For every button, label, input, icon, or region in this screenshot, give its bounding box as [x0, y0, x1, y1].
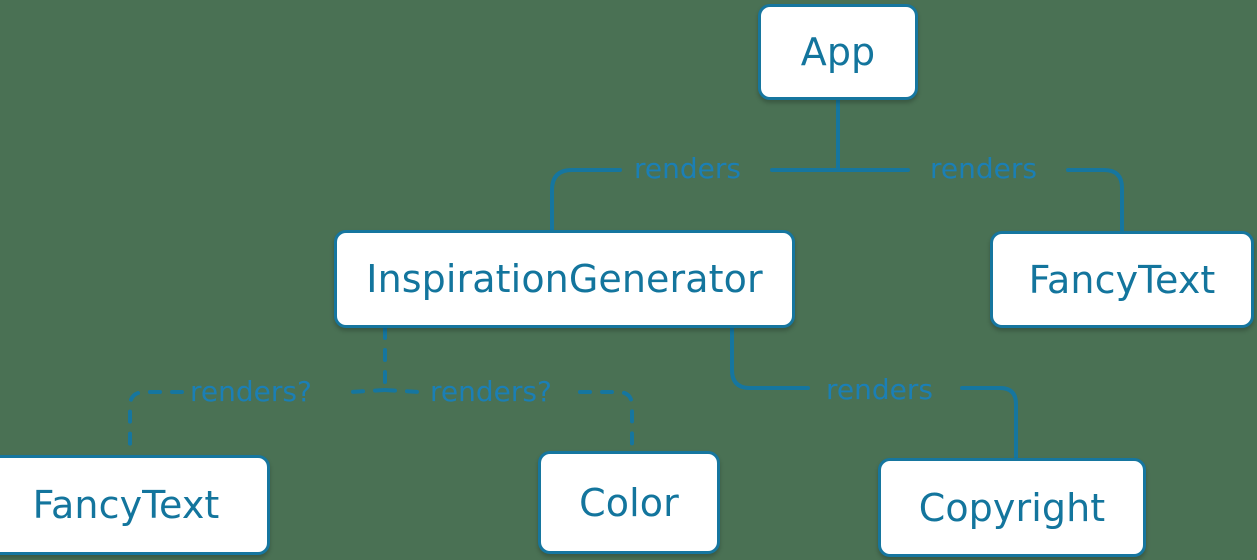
node-fancytext-right[interactable]: FancyText — [990, 231, 1254, 328]
edge-app-fancytext-right — [1066, 168, 1124, 233]
node-app[interactable]: App — [758, 4, 918, 100]
node-inspiration-generator-label: InspirationGenerator — [366, 257, 763, 301]
node-inspiration-generator[interactable]: InspirationGenerator — [334, 230, 795, 328]
edge-label-ig-color: renders? — [430, 375, 552, 408]
node-color[interactable]: Color — [538, 451, 720, 554]
edge-ig-copyright-left — [730, 326, 810, 390]
edge-ig-color-dashed-left — [383, 388, 422, 394]
edge-ig-color-dashed-right — [578, 390, 634, 453]
edge-label-ig-fancytext: renders? — [190, 375, 312, 408]
node-fancytext-left[interactable]: FancyText — [0, 455, 270, 555]
edge-label-app-inspiration: renders — [634, 152, 741, 185]
edge-ig-fancytext-dashed-left — [348, 388, 387, 394]
edge-label-ig-copyright: renders — [826, 373, 933, 406]
edge-label-app-fancytext: renders — [930, 152, 1037, 185]
node-fancytext-left-label: FancyText — [32, 483, 220, 527]
edge-app-inspiration-right — [550, 168, 622, 232]
node-copyright-label: Copyright — [918, 485, 1106, 530]
node-copyright[interactable]: Copyright — [878, 458, 1146, 557]
edge-ig-copyright-right — [960, 386, 1018, 460]
node-color-label: Color — [579, 480, 679, 525]
node-app-label: App — [800, 30, 876, 74]
node-fancytext-right-label: FancyText — [1028, 257, 1216, 302]
edge-ig-fancytext-dashed-right — [128, 390, 184, 457]
